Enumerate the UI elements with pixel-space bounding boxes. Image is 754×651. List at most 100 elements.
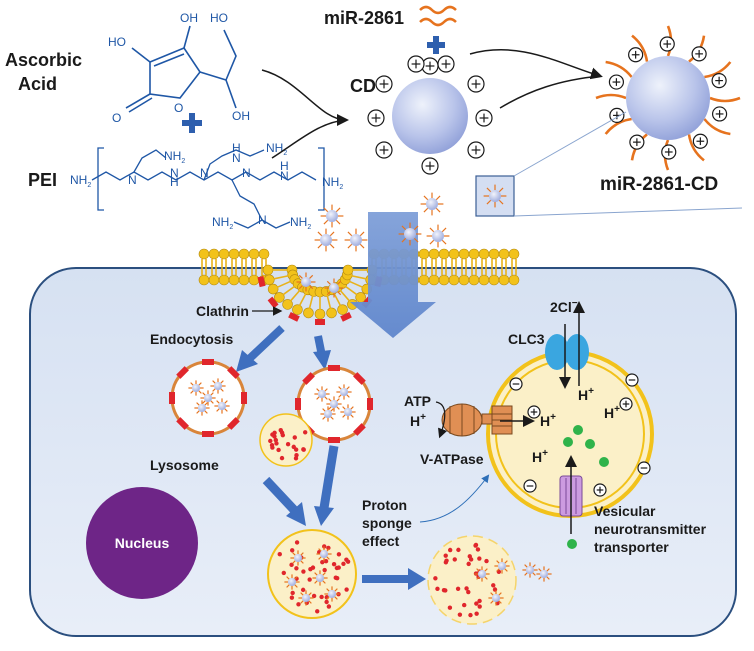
positive-charge-icon bbox=[593, 483, 607, 497]
vesicle-proton-2: H+ bbox=[604, 404, 620, 421]
clc3-label: CLC3 bbox=[508, 331, 545, 347]
reaction-arrow-1b bbox=[271, 119, 347, 159]
nanoparticle-icon bbox=[284, 574, 300, 590]
nanoparticle-icon bbox=[312, 570, 328, 586]
atp-arrow bbox=[435, 401, 448, 439]
svg-text:N: N bbox=[232, 151, 241, 165]
nanoparticle-icon bbox=[214, 398, 230, 414]
clc3-channel-left bbox=[545, 334, 569, 370]
plus-sign-1 bbox=[182, 113, 202, 133]
reaction-arrow-2b bbox=[499, 75, 601, 109]
svg-text:N: N bbox=[128, 173, 137, 187]
fusion-arrow-left-head bbox=[286, 502, 306, 526]
positive-charge-icon bbox=[629, 134, 645, 150]
vatpase-label: V-ATPase bbox=[420, 451, 484, 467]
nanoparticle-icon bbox=[320, 406, 336, 422]
nanoparticle-icon bbox=[324, 586, 340, 602]
nanoparticle-icon bbox=[210, 378, 226, 394]
positive-charge-icon bbox=[437, 55, 455, 73]
rna-strand bbox=[703, 118, 731, 136]
proton-sponge-pointer bbox=[419, 474, 490, 523]
endocytosis-arrow-right-head bbox=[313, 350, 331, 370]
nanoparticle-icon bbox=[536, 566, 552, 582]
positive-charge-icon bbox=[628, 47, 644, 63]
lysosome-label: Lysosome bbox=[150, 457, 219, 473]
product-particle bbox=[626, 56, 710, 140]
negative-charge-icon bbox=[637, 461, 651, 475]
svg-text:NH2: NH2 bbox=[212, 215, 233, 231]
product-rna-strands bbox=[595, 25, 741, 171]
cd-charges bbox=[367, 55, 493, 175]
nucleus-label: Nucleus bbox=[115, 535, 170, 551]
endosome-left bbox=[169, 359, 247, 437]
nanoparticle-icon bbox=[420, 192, 444, 216]
clc3-channel-right bbox=[565, 334, 589, 370]
lysosome bbox=[259, 413, 313, 467]
clathrin-unit bbox=[288, 311, 300, 322]
rna-strand bbox=[604, 117, 632, 135]
positive-charge-icon bbox=[375, 141, 393, 159]
nanoparticle-icon bbox=[200, 390, 216, 406]
vatpase-stalk bbox=[481, 413, 493, 425]
nanoparticle-icon bbox=[188, 380, 204, 396]
zoom-line-1 bbox=[513, 111, 627, 177]
clathrin-unit bbox=[267, 296, 279, 309]
clathrin-unit bbox=[257, 276, 266, 288]
nanoparticle-icon bbox=[522, 562, 538, 578]
pei-structure bbox=[91, 147, 325, 229]
positive-charge-icon bbox=[367, 109, 385, 127]
endolysosome bbox=[267, 529, 357, 619]
svg-text:H: H bbox=[232, 141, 241, 155]
fusion-arrow-right-head bbox=[314, 506, 334, 526]
nanoparticle-icon bbox=[344, 228, 368, 252]
positive-charge-icon bbox=[661, 144, 677, 160]
clc3-proton: H+ bbox=[578, 386, 594, 403]
svg-text:H: H bbox=[170, 175, 179, 189]
endocytosis-arrow-left-head bbox=[236, 350, 258, 372]
ruptured-lysosome bbox=[427, 535, 552, 625]
positive-charge-icon bbox=[375, 75, 393, 93]
mirna-label: miR-2861 bbox=[324, 8, 404, 28]
positive-charge-icon bbox=[619, 397, 633, 411]
svg-text:NH2: NH2 bbox=[290, 215, 311, 231]
clathrin-unit bbox=[315, 319, 325, 325]
proton-sponge-line1: Proton bbox=[362, 497, 407, 513]
rna-strand bbox=[631, 34, 649, 62]
svg-text:H: H bbox=[280, 159, 289, 173]
vesicle-proton-3: H+ bbox=[532, 448, 548, 465]
positive-charge-icon bbox=[608, 74, 625, 90]
nanoparticle-icon bbox=[483, 184, 507, 208]
ascorbic-label-line2: Acid bbox=[18, 74, 57, 94]
positive-charge-icon bbox=[407, 55, 425, 73]
chem-ho-1: HO bbox=[108, 35, 126, 49]
nanoparticle-icon bbox=[488, 590, 504, 606]
uptake-arrow bbox=[350, 212, 436, 338]
nanoparticle-icon bbox=[316, 546, 332, 562]
rna-strand bbox=[704, 61, 732, 79]
positive-charge-icon bbox=[692, 133, 708, 149]
positive-charge-icon bbox=[527, 405, 541, 419]
positive-charge-icon bbox=[711, 72, 727, 89]
release-arrow-head bbox=[408, 568, 426, 590]
nanoparticle-icon bbox=[340, 404, 356, 420]
vesicle-proton-1: H+ bbox=[540, 412, 556, 429]
endosome-right bbox=[295, 365, 373, 443]
nucleus bbox=[86, 487, 198, 599]
proton-sponge-line2: sponge bbox=[362, 515, 412, 531]
fusion-arrow-right bbox=[319, 445, 339, 509]
pei-atom-labels: NH2 N NH2 H N N H N NH2 N H N NH2 N NH2 … bbox=[70, 141, 343, 231]
positive-charge-icon bbox=[467, 141, 485, 159]
chem-o-ring: O bbox=[174, 101, 183, 115]
positive-charge-icon bbox=[467, 75, 485, 93]
endocytosis-arrow-left bbox=[245, 325, 285, 363]
nanoparticle-icon bbox=[314, 228, 338, 252]
positive-charge-icon bbox=[421, 57, 439, 75]
chem-oh-2: OH bbox=[232, 109, 250, 123]
nanoparticle-icon bbox=[290, 550, 306, 566]
negative-charge-icon bbox=[523, 479, 537, 493]
negative-charge-icon bbox=[625, 373, 639, 387]
nanoparticle-icon bbox=[326, 396, 342, 412]
extracellular-particles bbox=[314, 184, 507, 252]
nanoparticle-icon bbox=[494, 558, 510, 574]
